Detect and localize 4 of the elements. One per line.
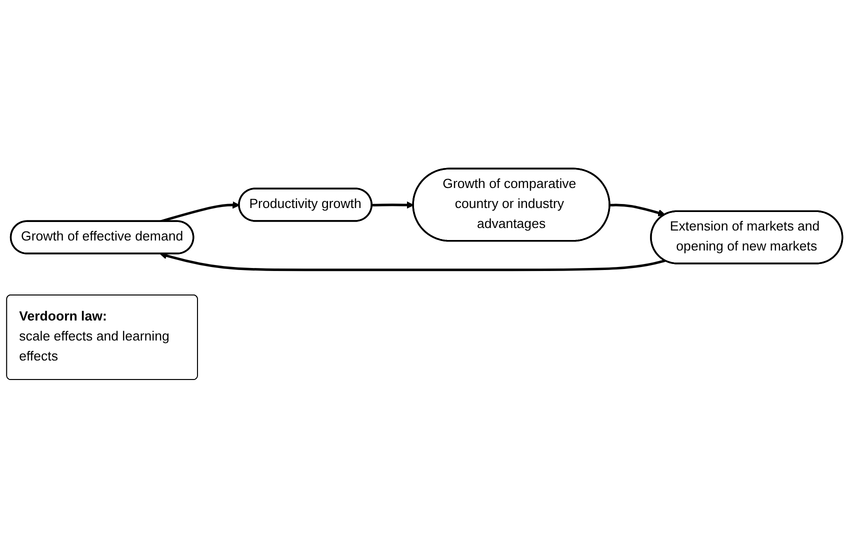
arrow [160,202,240,224]
arrow [372,202,414,210]
arrow [610,204,666,217]
arrow [160,252,666,272]
